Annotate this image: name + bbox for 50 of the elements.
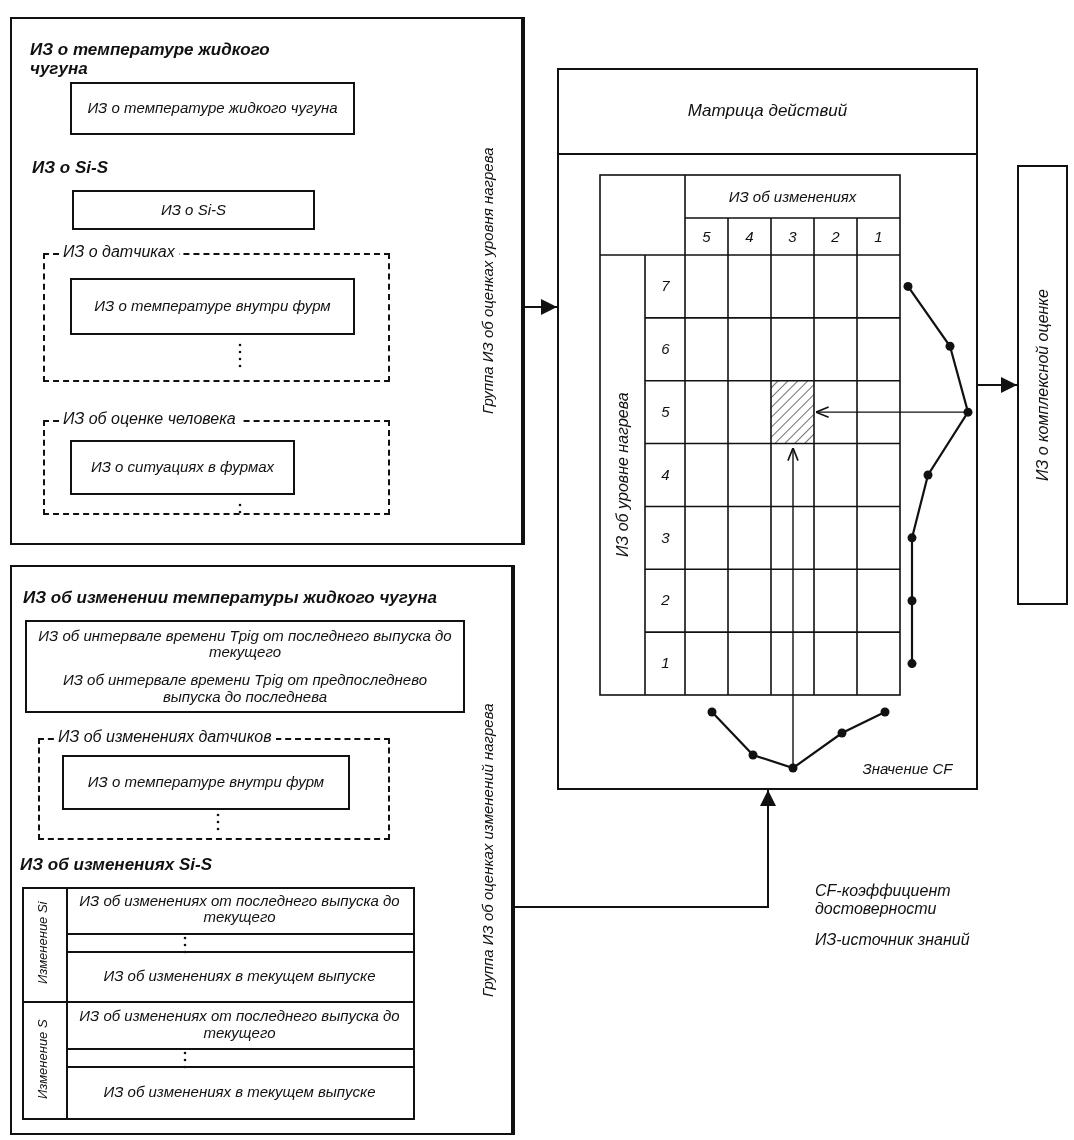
matrix-panel [557, 68, 978, 790]
row-header-label: ИЗ об уровне нагрева [613, 391, 633, 560]
vertical-label: Группа ИЗ об оценках уровня нагрева [455, 19, 523, 543]
vertical-label: Группа ИЗ об оценках изменений нагрева [465, 567, 513, 1133]
panel-title: Матрица действий [559, 70, 976, 155]
group-panel [10, 17, 525, 545]
arrow [977, 377, 1018, 393]
group-title: ИЗ об оценке человека [59, 410, 240, 428]
column-number: 4 [744, 226, 755, 247]
row-number: 2 [660, 590, 671, 611]
column-number: 3 [787, 226, 798, 247]
box-text: ИЗ о Si-S [160, 199, 227, 220]
arrow [524, 299, 558, 315]
row-header-label: Изменение Si [33, 900, 51, 987]
column-number: 2 [830, 226, 841, 247]
row-number: 7 [660, 276, 671, 297]
process-box [62, 755, 350, 810]
box-heading: ИЗ о Si-S [32, 156, 110, 179]
row-number: 5 [660, 401, 671, 422]
group-panel [10, 565, 515, 1135]
vertical-label: ИЗ о комплексной оценке [1032, 288, 1052, 483]
row-header-cell [22, 887, 68, 1003]
arrow [514, 789, 776, 908]
box-text: ИЗ об интервале времени Tpig от последнего выпуска до текущего [37, 625, 453, 663]
axis-caption: Значение CF [861, 758, 954, 779]
box-heading: ИЗ об изменении температуры жидкого чугуна [23, 586, 438, 609]
box-text: ИЗ о ситуациях в фурмах [89, 457, 276, 478]
box-text: ИЗ об изменениях в текущем выпуске [102, 1081, 377, 1102]
box-text: ИЗ о температуре жидкого чугуна [86, 98, 339, 119]
row-number: 3 [660, 527, 671, 548]
box-heading: ИЗ об изменениях Si-S [20, 853, 213, 876]
row-number: 1 [660, 653, 671, 674]
process-box [70, 278, 355, 335]
box-text: ИЗ об изменениях от последнего выпуска до текущего [78, 890, 401, 927]
column-header: ИЗ об изменениях [727, 186, 858, 207]
row-number: 4 [660, 464, 671, 485]
column-number: 5 [701, 226, 712, 247]
output-box [1017, 165, 1068, 605]
process-box [70, 440, 295, 495]
note-text: ИЗ-источник знаний [815, 930, 971, 951]
column-number: 1 [873, 226, 884, 247]
row-header-label: Изменение S [33, 1018, 51, 1102]
box-text: ИЗ о температуре внутри фурм [86, 772, 326, 793]
box-text: ИЗ об изменениях в текущем выпуске [102, 965, 377, 986]
box-text: ИЗ об интервале времени Tpig от предпоследнево выпуска до последнева [61, 670, 429, 707]
note-text: CF-коэффициент достоверности [815, 885, 952, 915]
box-text: ИЗ о температуре внутри фурм [93, 296, 332, 317]
row-number: 6 [660, 339, 671, 359]
box-text: ИЗ об изменениях от последнего выпуска до текущего [78, 1006, 401, 1043]
box-heading: ИЗ о температуре жидкого чугуна [30, 40, 271, 80]
